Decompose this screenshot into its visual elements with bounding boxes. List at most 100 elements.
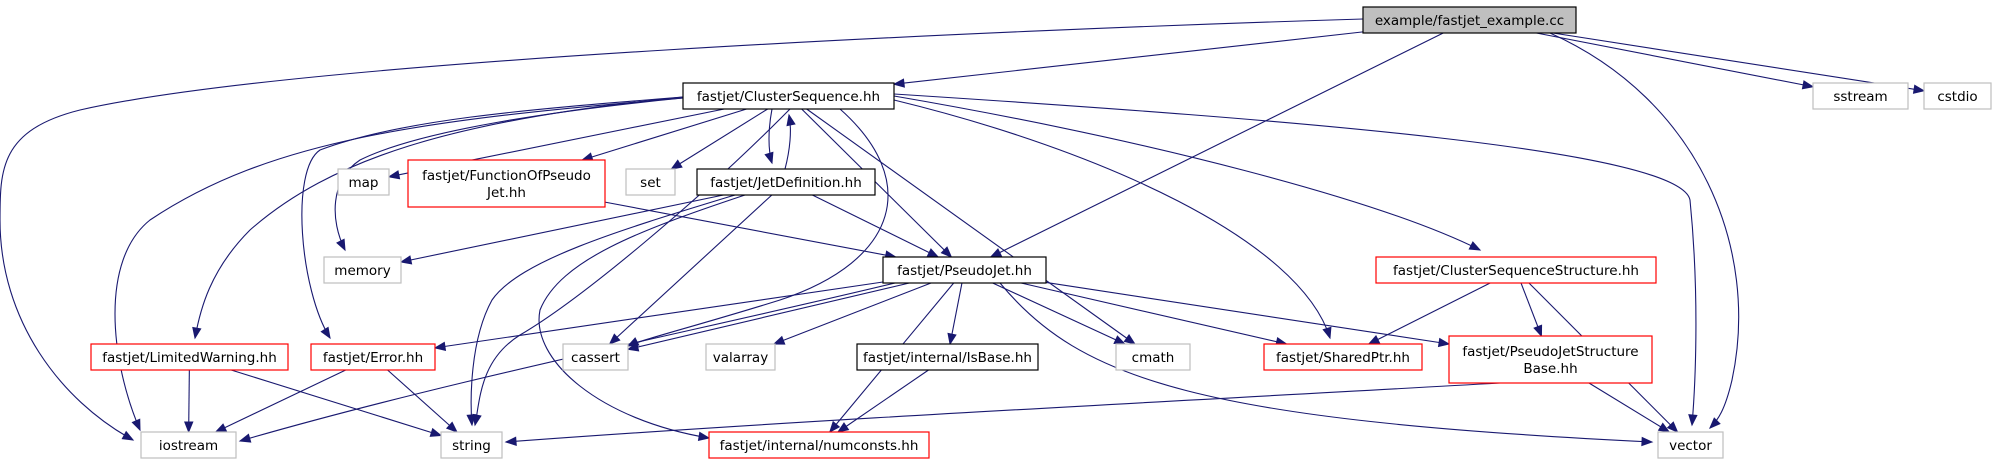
node-string: string <box>440 431 503 459</box>
node-sstream: sstream <box>1812 82 1909 110</box>
node-pj[interactable]: fastjet/PseudoJet.hh <box>882 256 1047 284</box>
edge-root-to-cs <box>892 31 1364 88</box>
edge-arrowhead <box>836 422 850 433</box>
node-box <box>90 343 289 371</box>
edge-arrowhead <box>1367 335 1381 345</box>
node-box <box>1448 335 1653 384</box>
node-box <box>696 168 876 196</box>
node-set: set <box>625 168 676 196</box>
edge-line <box>538 194 746 439</box>
edge-line <box>1045 281 1450 345</box>
node-root[interactable]: example/fastjet_example.cc <box>1362 6 1577 34</box>
node-map: map <box>337 168 390 196</box>
node-box <box>682 82 895 110</box>
node-box <box>407 159 606 208</box>
edge-line <box>114 97 684 431</box>
edge-cs-to-css <box>893 95 1482 251</box>
edge-arrowhead <box>192 326 202 340</box>
edge-line <box>999 282 1653 443</box>
edge-arrowhead <box>1688 414 1698 427</box>
edge-jd-to-string <box>466 194 736 427</box>
edge-arrowhead <box>399 255 413 265</box>
edge-arrowhead <box>214 423 228 433</box>
node-iostream: iostream <box>140 431 237 459</box>
edge-arrowhead <box>626 342 640 352</box>
edge-pjsb-to-string <box>504 382 1501 446</box>
node-err[interactable]: fastjet/Error.hh <box>310 343 436 371</box>
edge-cs-to-iostream <box>114 97 684 432</box>
node-box <box>856 343 1039 371</box>
edge-arrowhead <box>670 159 683 170</box>
edge-arrowhead <box>1468 241 1482 251</box>
node-cs[interactable]: fastjet/ClusterSequence.hh <box>682 82 895 110</box>
edge-jd-to-numconsts <box>538 194 746 441</box>
node-label: iostream <box>159 438 218 454</box>
node-box <box>1362 6 1577 34</box>
node-box <box>1657 431 1724 459</box>
node-label: valarray <box>713 350 768 366</box>
node-label: map <box>349 175 379 191</box>
edge-line <box>893 93 1697 426</box>
edge-line <box>434 281 884 349</box>
node-isbase[interactable]: fastjet/internal/IsBase.hh <box>856 343 1039 371</box>
edge-cs-to-sptr <box>893 99 1332 340</box>
edge-line <box>806 108 1136 345</box>
edge-arrowhead <box>445 421 458 433</box>
node-sptr[interactable]: fastjet/SharedPtr.hh <box>1263 343 1423 371</box>
edge-line <box>893 95 1481 251</box>
node-label: vector <box>1669 438 1712 454</box>
node-box <box>1923 82 1992 110</box>
edge-cs-to-lw <box>192 96 684 340</box>
edge-arrowhead <box>772 335 786 345</box>
node-numconsts[interactable]: fastjet/internal/numconsts.hh <box>708 431 930 459</box>
node-label: sstream <box>1833 89 1887 105</box>
edge-line <box>387 369 458 433</box>
edge-arrowhead <box>697 431 711 441</box>
node-cmath: cmath <box>1115 343 1191 371</box>
edge-line <box>812 194 939 258</box>
edge-arrowhead <box>320 326 331 340</box>
edge-arrowhead <box>947 332 957 346</box>
node-label: fastjet/SharedPtr.hh <box>1276 350 1410 366</box>
edge-arrowhead <box>608 333 621 345</box>
node-label: fastjet/ClusterSequence.hh <box>697 89 880 105</box>
edge-jd-to-memory <box>399 194 724 265</box>
node-label-line: Base.hh <box>1523 361 1577 377</box>
node-label: fastjet/Error.hh <box>323 350 423 366</box>
edge-arrowhead <box>828 420 841 434</box>
edge-fopj-to-pj <box>604 201 897 260</box>
edge-line <box>582 108 747 161</box>
edge-jd-to-pj <box>812 194 940 258</box>
node-lw[interactable]: fastjet/LimitedWarning.hh <box>90 343 289 371</box>
node-label: cstdio <box>1937 89 1977 105</box>
edge-jd-to-cassert <box>608 194 773 345</box>
edge-line <box>400 194 724 263</box>
edge-root-to-iostream <box>0 18 1364 441</box>
edge-line <box>194 96 684 339</box>
edge-arrowhead <box>466 414 476 427</box>
node-box <box>625 168 676 196</box>
node-css[interactable]: fastjet/ClusterSequenceStructure.hh <box>1375 256 1657 284</box>
node-label: fastjet/LimitedWarning.hh <box>102 350 277 366</box>
edge-arrowhead <box>1641 436 1654 447</box>
node-vector: vector <box>1657 431 1724 459</box>
edge-arrowhead <box>940 246 953 258</box>
node-jd[interactable]: fastjet/JetDefinition.hh <box>696 168 876 196</box>
edge-line <box>893 31 1364 85</box>
edge-line <box>604 201 896 258</box>
edge-line <box>1368 282 1491 345</box>
edge-pj-to-cassert <box>626 282 910 352</box>
edge-line <box>992 282 1126 345</box>
edge-arrowhead <box>1437 337 1451 348</box>
edge-line <box>470 194 736 426</box>
edge-cs-to-cassert <box>626 108 889 347</box>
node-label-line: fastjet/FunctionOfPseudo <box>422 168 591 184</box>
edge-line <box>301 96 684 339</box>
edge-arrowhead <box>238 433 252 443</box>
edge-isbase-to-numconsts <box>836 369 929 433</box>
edge-arrowhead <box>1666 421 1679 433</box>
node-valarray: valarray <box>705 343 776 371</box>
